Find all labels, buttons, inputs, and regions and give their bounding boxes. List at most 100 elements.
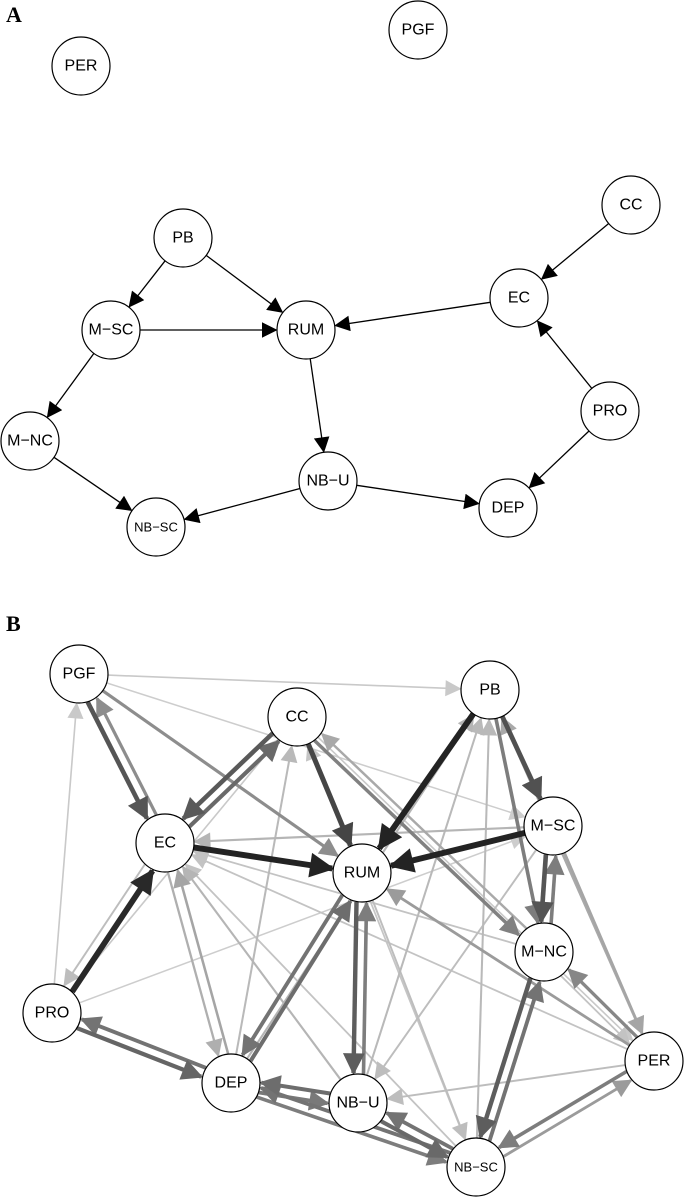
panel-b-node-circle — [328, 1073, 388, 1133]
panel-b-node-label: NB−U — [336, 1095, 379, 1112]
panel-b-edge-pro-to-ec — [69, 868, 156, 994]
panel-a-node-label: PGF — [402, 22, 435, 39]
panel-a-edge-pro-to-ec — [536, 320, 593, 389]
panel-a-letter: A — [6, 2, 22, 27]
panel-a-node-label: PRO — [593, 403, 628, 420]
panel-b-node-m-nc: M−NC — [514, 922, 574, 982]
panel-a-node-circle — [489, 268, 549, 328]
panel-b-edge-nb-sc-to-ec — [184, 863, 457, 1147]
panel-a-node-nb-sc: NB−SC — [126, 497, 186, 557]
panel-b-node-ec: EC — [135, 813, 195, 873]
panel-b-edge-nb-u-to-rum — [356, 901, 377, 1075]
panel-a-node-label: RUM — [288, 322, 324, 339]
panel-b-edge-m-nc-to-nb-sc — [475, 977, 533, 1139]
panel-a-network: PER PGF CC PB EC M−SC RUM PRO M−NC NB−U DEP NB−SC — [0, 0, 661, 557]
panel-b-edge-dep-to-pro — [79, 1016, 207, 1070]
panel-a-node-label: M−SC — [89, 322, 134, 339]
panel-b-node-label: PER — [638, 1053, 671, 1070]
panel-b-edge-rum-to-dep — [240, 893, 345, 1057]
panel-a-node-pb: PB — [153, 208, 213, 268]
panel-b-node-circle — [332, 843, 392, 903]
panel-a-edge-pro-to-dep — [528, 430, 590, 489]
panel-a-edge-cc-to-ec — [540, 222, 610, 280]
panel-a-node-label: PER — [65, 58, 98, 75]
panel-a-edge-m-sc-to-m-nc — [46, 353, 95, 419]
panel-b-edge-pgf-to-pb — [107, 674, 462, 697]
panel-b-node-label: PB — [479, 682, 500, 699]
panel-b-node-circle — [446, 1137, 506, 1197]
panel-a-node-label: PB — [172, 230, 193, 247]
panel-b-letter: B — [6, 611, 21, 636]
panel-a-node-nb-u: NB−U — [298, 451, 358, 511]
panel-a-node-circle — [580, 381, 640, 441]
panel-b-edge-pb-to-m-nc — [494, 718, 545, 925]
panel-a-node-circle — [153, 208, 213, 268]
panel-b-edge-dep-to-rum — [248, 899, 353, 1063]
panel-b-node-pro: PRO — [22, 983, 82, 1043]
panel-b-edge-nb-u-to-dep — [259, 1075, 331, 1097]
panel-b-edge-pb-to-m-sc — [500, 715, 543, 801]
panel-a-edge-rum-to-nb-u — [309, 358, 330, 453]
panel-a-node-cc: CC — [601, 175, 661, 235]
panel-b-edge-nb-sc-to-m-nc — [487, 980, 544, 1142]
panel-b-edge-per-to-rum — [385, 888, 631, 1047]
panel-b-node-label: EC — [154, 835, 176, 852]
panel-a-node-circle — [276, 300, 336, 360]
panel-b-edge-nb-sc-to-pb — [475, 718, 498, 1139]
panel-a-node-label: M−NC — [7, 433, 53, 450]
panel-b-edge-ec-to-cc — [187, 739, 281, 829]
panel-a-edge-pb-to-rum — [205, 254, 284, 313]
panel-b-edge-m-sc-to-rum — [388, 830, 526, 873]
panel-b-edge-cc-to-rum — [305, 742, 354, 848]
panel-b-node-rum: RUM — [332, 843, 392, 903]
panel-b-edge-nb-u-to-pb — [365, 716, 485, 1076]
panel-b-edge-rum-to-nb-sc — [371, 899, 468, 1141]
panel-b-edge-ec-to-rum — [193, 844, 335, 878]
panel-b-node-label: PRO — [35, 1005, 70, 1022]
panel-a-node-dep: DEP — [478, 478, 538, 538]
panel-b-edge-pgf-to-rum — [101, 689, 340, 858]
panel-a-node-label: EC — [508, 290, 530, 307]
panel-a-node-rum: RUM — [276, 300, 336, 360]
panel-a-node-pro: PRO — [580, 381, 640, 441]
panel-b-node-label: PGF — [63, 666, 96, 683]
panel-b-edge-per-to-m-nc — [567, 968, 639, 1039]
panel-a-node-pgf: PGF — [388, 0, 448, 60]
panel-b-node-circle — [514, 922, 574, 982]
panel-b-node-circle — [267, 687, 327, 747]
panel-b-edge-ec-to-pgf — [95, 696, 158, 816]
panel-b-edge-pgf-to-ec — [85, 701, 149, 821]
panel-b-node-circle — [201, 1053, 261, 1113]
panel-b-edge-m-sc-to-per — [563, 852, 645, 1036]
panel-a-node-circle — [478, 478, 538, 538]
panel-a-edge-nb-u-to-nb-sc — [183, 487, 301, 524]
panel-a-node-label: CC — [619, 197, 642, 214]
panel-b-node-per: PER — [624, 1031, 684, 1091]
panel-b-node-m-sc: M−SC — [523, 796, 583, 856]
panel-a-edge-ec-to-rum — [334, 301, 491, 332]
panel-a-edge-nb-u-to-dep — [356, 484, 480, 510]
panel-b-edge-nb-u-to-nb-sc — [380, 1119, 450, 1159]
panel-a-edge-m-nc-to-nb-sc — [53, 456, 133, 511]
panel-a-node-label: NB−SC — [134, 520, 178, 535]
panel-a-node-label: NB−U — [306, 473, 349, 490]
panel-b-node-nb-sc: NB−SC — [446, 1137, 506, 1197]
panel-a-node-circle — [601, 175, 661, 235]
panel-b-edge-pro-to-pgf — [53, 702, 84, 985]
panel-b-node-circle — [460, 660, 520, 720]
panel-a-node-ec: EC — [489, 268, 549, 328]
panel-b-node-circle — [49, 644, 109, 704]
panel-b-edge-m-sc-to-ec — [193, 826, 525, 850]
panel-b-edge-ec-to-pro — [63, 863, 146, 987]
panel-b-node-pgf: PGF — [49, 644, 109, 704]
panel-b-node-circle — [624, 1031, 684, 1091]
panel-a-nodes: PER PGF CC PB EC M−SC RUM PRO M−NC NB−U DEP NB−SC — [0, 0, 661, 557]
panel-b-node-dep: DEP — [201, 1053, 261, 1113]
panel-b-node-label: CC — [285, 709, 308, 726]
panel-a-node-circle — [51, 36, 111, 96]
panel-b-node-circle — [523, 796, 583, 856]
panel-b-node-label: M−NC — [521, 944, 567, 961]
panel-a-node-circle — [81, 300, 141, 360]
panel-b-edge-ec-to-dep — [166, 871, 223, 1058]
panel-b-edge-cc-to-per — [317, 736, 634, 1042]
